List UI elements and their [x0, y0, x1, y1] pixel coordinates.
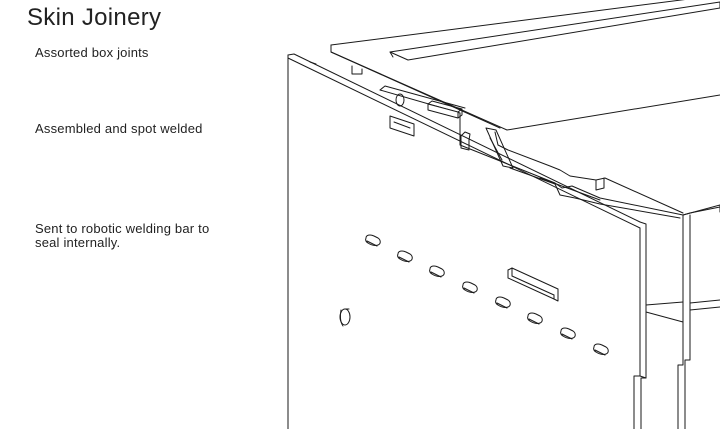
page-title: Skin Joinery — [27, 4, 162, 31]
top-rail — [379, 85, 684, 219]
rail-slot — [389, 115, 415, 137]
weld-slot-1 — [365, 234, 381, 247]
top-channel — [389, 1, 720, 61]
weld-slot-8 — [593, 343, 609, 356]
weld-slot-5 — [495, 296, 511, 309]
front-panel — [287, 53, 647, 429]
note-box-joints: Assorted box joints — [35, 45, 149, 60]
long-slot — [507, 267, 559, 302]
note-robotic-welding: Sent to robotic welding bar to seal inte… — [35, 221, 210, 250]
weld-slots — [365, 234, 609, 356]
weld-slot-6 — [527, 312, 543, 325]
weld-slot-4 — [462, 281, 478, 294]
weld-slot-3 — [429, 265, 445, 278]
round-stud — [339, 308, 351, 327]
note-spot-welded: Assembled and spot welded — [35, 121, 203, 136]
weld-slot-7 — [560, 327, 576, 340]
right-panel — [645, 204, 720, 429]
top-panel — [330, 0, 720, 131]
weld-slot-2 — [397, 250, 413, 263]
